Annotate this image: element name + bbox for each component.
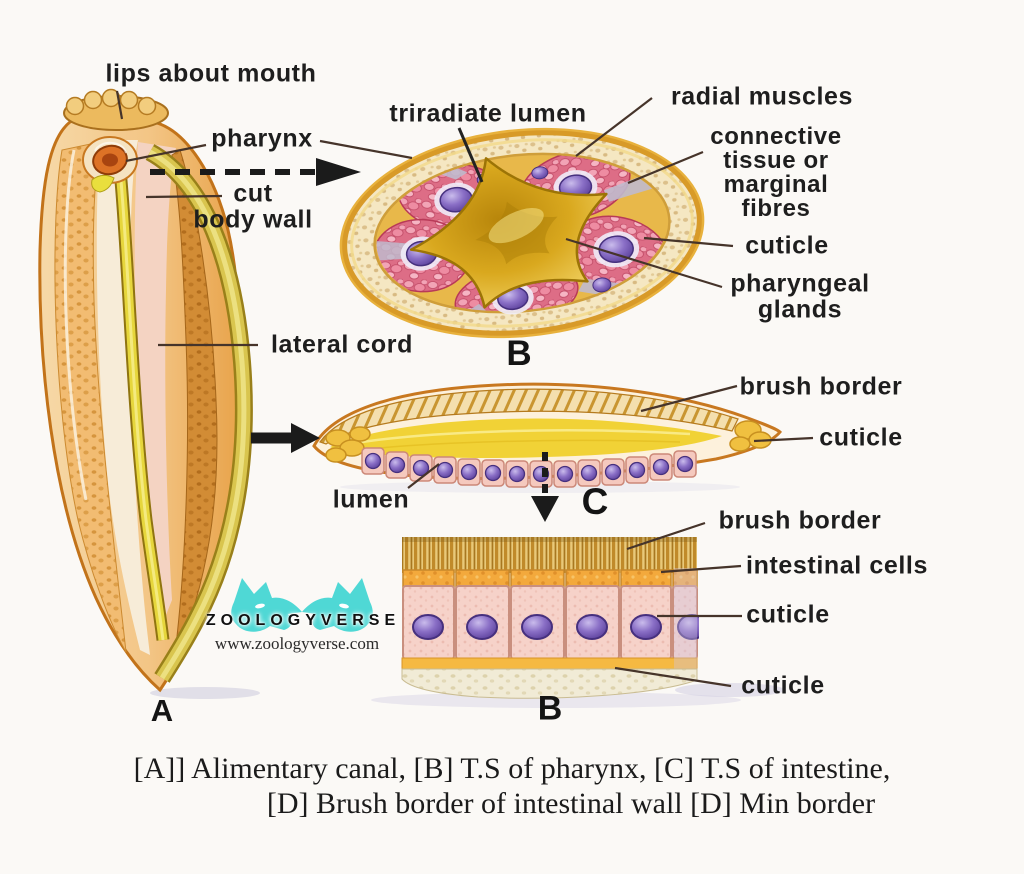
wolf-logo-icon <box>231 578 373 632</box>
panel-letter-a: A <box>150 693 174 728</box>
leader-lines <box>115 90 814 688</box>
label-pharynx: pharynx <box>211 124 313 153</box>
panel-letter-b-pharynx: B <box>506 334 532 373</box>
intestine-cross-section <box>312 382 783 493</box>
label-brush-border-intestine: brush border <box>739 372 903 401</box>
label-cuticle-wall-upper: cuticle <box>746 600 830 629</box>
label-pharyngeal-glands: pharyngeal glands <box>730 269 870 323</box>
label-cut-body-wall: cut body wall <box>193 179 313 233</box>
watermark-brand: ZOOLOGYVERSE <box>205 612 401 629</box>
label-cuticle-pharynx: cuticle <box>745 231 829 260</box>
label-cuticle-wall-lower: cuticle <box>741 671 825 700</box>
label-triradiate-lumen: triradiate lumen <box>389 99 587 128</box>
label-intestinal-cells: intestinal cells <box>746 551 928 580</box>
label-lumen: lumen <box>332 485 410 514</box>
flow-arrows <box>150 158 559 522</box>
label-connective-tissue: connective tissue or marginal fibres <box>710 123 842 222</box>
panel-letter-c: C <box>581 481 609 522</box>
panel-letter-b-wall: B <box>537 689 563 728</box>
pharynx-cross-section <box>339 127 705 339</box>
caption-line-1: [A]] Alimentary canal, [B] T.S of pharyn… <box>133 752 891 785</box>
label-lateral-cord: lateral cord <box>271 330 413 359</box>
label-lips-about-mouth: lips about mouth <box>105 59 317 88</box>
caption-line-2: [D] Brush border of intestinal wall [D] … <box>266 787 876 820</box>
watermark-url: www.zoologyverse.com <box>214 634 380 653</box>
label-radial-muscles: radial muscles <box>670 82 854 111</box>
label-cuticle-intestine: cuticle <box>819 423 903 452</box>
alimentary-canal-illustration <box>38 88 260 699</box>
label-brush-border-wall: brush border <box>718 506 882 535</box>
intestinal-wall-block <box>371 537 785 708</box>
